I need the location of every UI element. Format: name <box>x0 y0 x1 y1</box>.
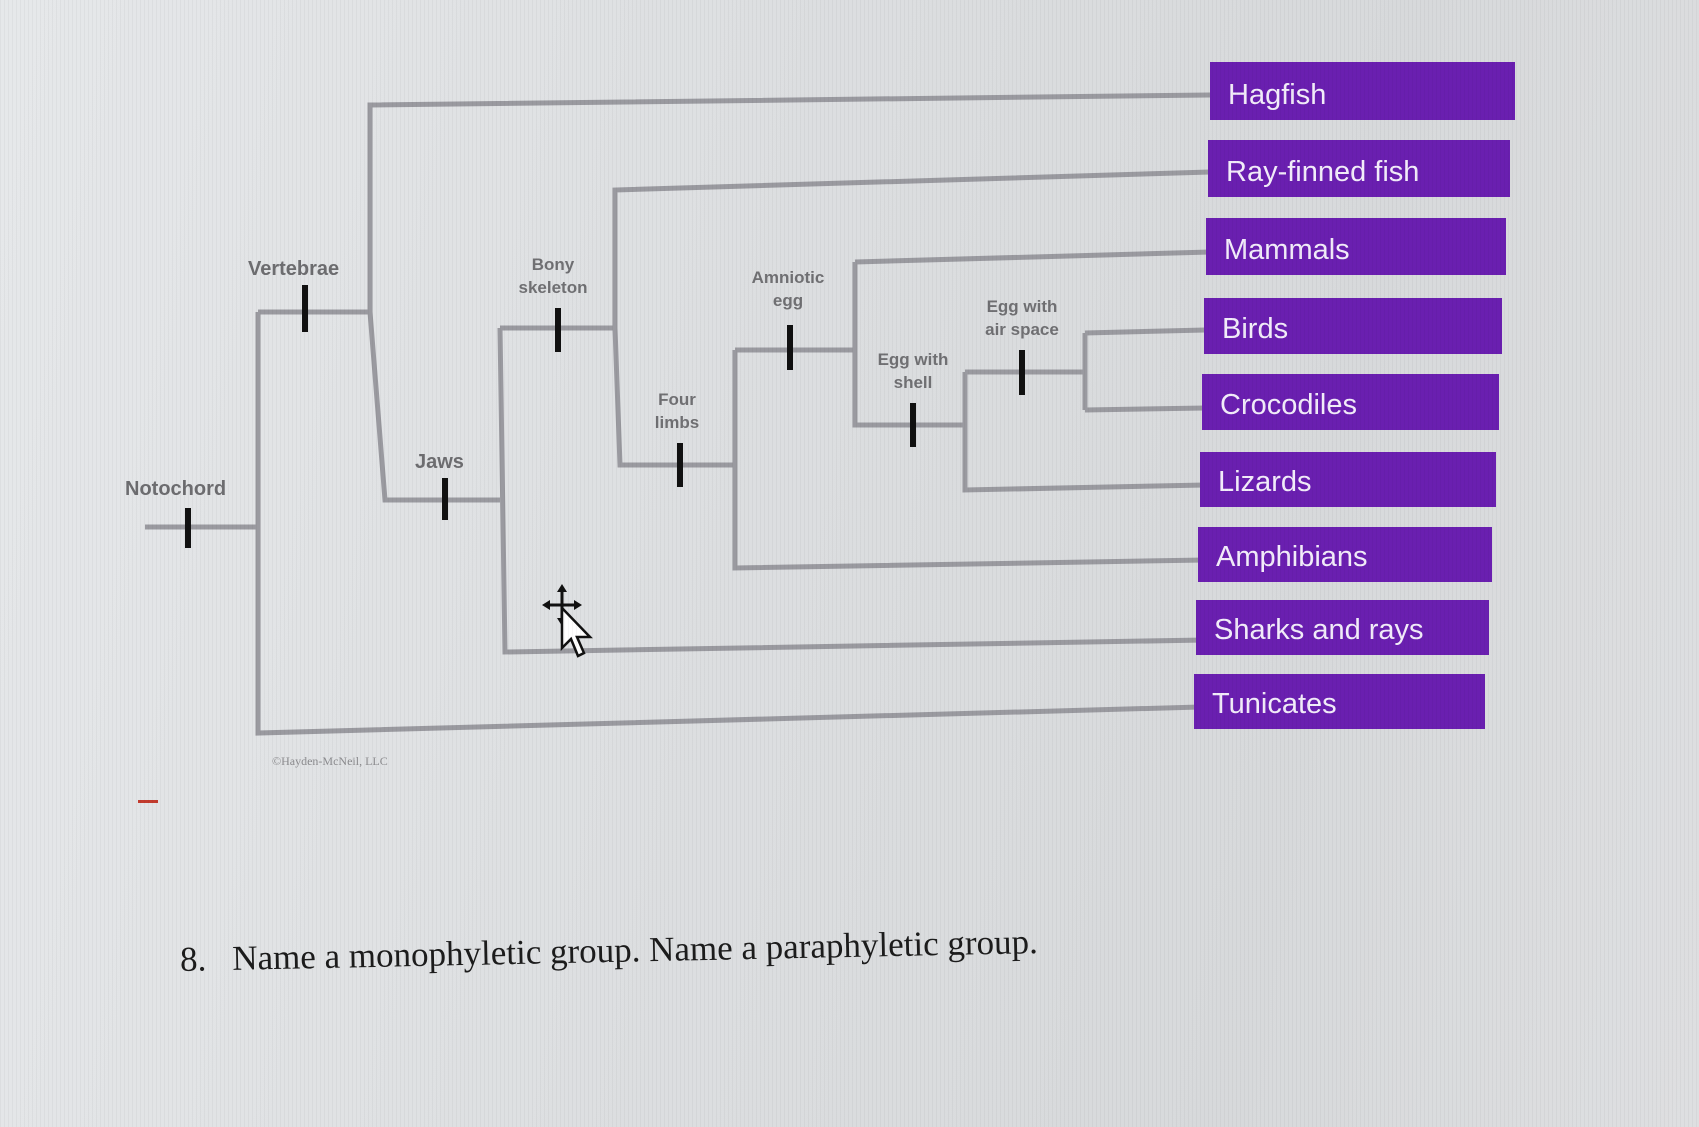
branch-jaws <box>367 311 500 503</box>
taxon-box <box>1210 62 1515 120</box>
taxon-label: Sharks and rays <box>1214 614 1424 646</box>
move-cursor-icon <box>542 584 593 658</box>
taxa: Hagfish Ray-finned fish Mammals Birds Cr… <box>1194 62 1515 729</box>
trait-label-amniotic-egg-2: egg <box>773 291 803 310</box>
trait-label-four-limbs-1: Four <box>658 390 696 409</box>
trait-label-amniotic-egg-1: Amniotic <box>752 268 825 287</box>
taxon-label: Amphibians <box>1216 541 1368 573</box>
taxon-sharks-and-rays: Sharks and rays <box>1196 600 1489 655</box>
branch-egg-with-shell <box>962 372 1206 493</box>
taxon-label: Tunicates <box>1212 688 1337 720</box>
trait-label-four-limbs-2: limbs <box>655 413 699 432</box>
taxon-amphibians: Amphibians <box>1198 527 1492 582</box>
taxon-hagfish: Hagfish <box>1210 62 1515 120</box>
trait-label-egg-with-air-space-1: Egg with <box>987 297 1058 316</box>
trait-label-vertebrae: Vertebrae <box>248 258 339 280</box>
trait-label-jaws: Jaws <box>415 451 464 473</box>
taxon-box <box>1194 674 1485 729</box>
trait-label-notochord: Notochord <box>125 478 226 500</box>
taxon-box <box>1198 527 1492 582</box>
question-number: 8. <box>179 939 207 979</box>
taxon-box <box>1202 374 1499 430</box>
taxon-mammals: Mammals <box>1206 218 1506 275</box>
taxon-crocodiles: Crocodiles <box>1202 374 1499 430</box>
trait-label-egg-with-shell-2: shell <box>894 373 933 392</box>
taxon-label: Ray-finned fish <box>1226 156 1419 188</box>
taxon-birds: Birds <box>1204 298 1502 354</box>
trait-label-egg-with-air-space-2: air space <box>985 320 1059 339</box>
trait-label-egg-with-shell-1: Egg with <box>878 350 949 369</box>
red-pen-mark <box>138 800 158 803</box>
taxon-label: Hagfish <box>1228 79 1326 111</box>
taxon-label: Lizards <box>1218 466 1312 498</box>
branch-vertebrates <box>258 92 1211 315</box>
taxon-lizards: Lizards <box>1200 452 1496 507</box>
branch-tetrapods <box>732 350 1206 571</box>
branch-birds <box>1084 327 1206 336</box>
branch-mammals <box>854 249 1211 265</box>
copyright-credit: ©Hayden-McNeil, LLC <box>272 754 388 768</box>
taxon-box <box>1196 600 1489 655</box>
branch-four-limbs <box>612 327 735 468</box>
branch-crocodiles <box>1084 405 1206 413</box>
taxon-box <box>1206 218 1506 275</box>
taxon-ray-finned-fish: Ray-finned fish <box>1208 140 1510 197</box>
branch-tunicates-vertebrates <box>255 312 1201 736</box>
branch-gnathostomes <box>497 327 1206 655</box>
taxon-box <box>1208 140 1510 197</box>
taxon-box <box>1204 298 1502 354</box>
branch-amniotes <box>852 262 965 428</box>
trait-label-bony-skeleton-1: Bony <box>532 255 575 274</box>
taxon-label: Birds <box>1222 313 1288 345</box>
taxon-box <box>1200 452 1496 507</box>
trait-labels: Notochord Vertebrae Jaws Bony skeleton F… <box>125 255 1059 500</box>
taxon-tunicates: Tunicates <box>1194 674 1485 729</box>
trait-ticks <box>185 285 1025 548</box>
trait-label-bony-skeleton-2: skeleton <box>519 278 588 297</box>
taxon-label: Mammals <box>1224 234 1350 266</box>
taxon-label: Crocodiles <box>1220 389 1357 421</box>
